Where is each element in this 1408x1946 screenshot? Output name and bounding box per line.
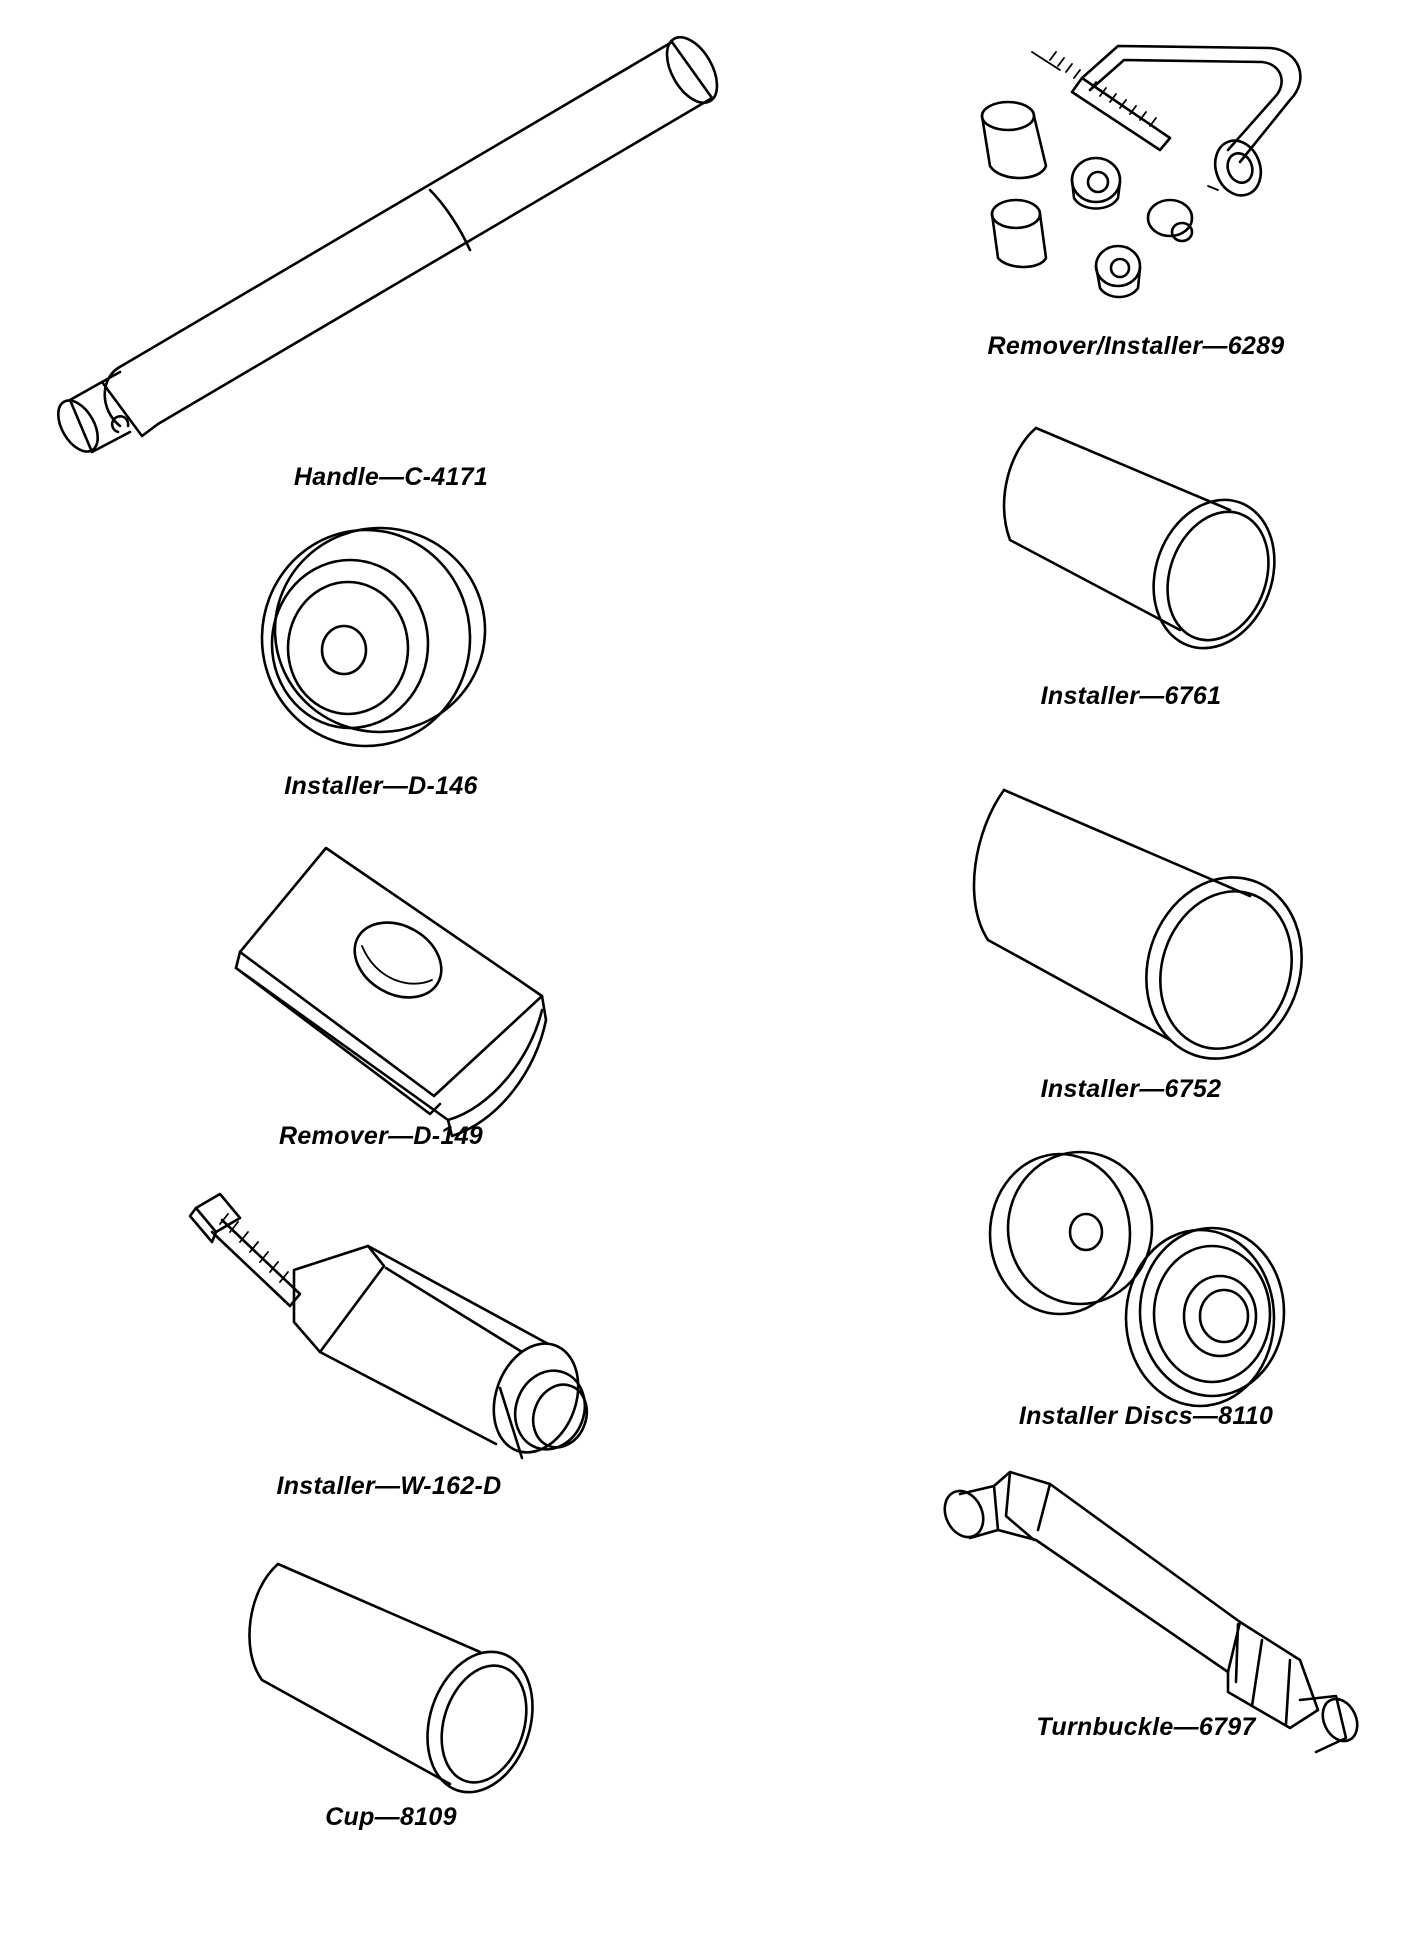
cup-drawing xyxy=(248,1562,534,1794)
installer-discs-drawing xyxy=(988,1150,1286,1408)
installer-d146-caption: Installer—D-146 xyxy=(284,772,478,800)
remover-d149-caption: Remover—D-149 xyxy=(279,1122,483,1150)
installer-6761-drawing xyxy=(1002,426,1276,650)
remover-installer-caption: Remover/Installer—6289 xyxy=(987,332,1285,360)
installer-w162d-drawing xyxy=(188,1192,589,1460)
installer-d146-drawing xyxy=(260,526,487,748)
turnbuckle-caption: Turnbuckle—6797 xyxy=(1036,1713,1256,1741)
installer-6752-caption: Installer—6752 xyxy=(1040,1075,1222,1103)
installer-discs-caption: Installer Discs—8110 xyxy=(1018,1402,1274,1430)
installer-w162d-caption: Installer—W-162-D xyxy=(276,1472,502,1500)
cup-caption: Cup—8109 xyxy=(325,1803,457,1831)
handle-drawing xyxy=(57,35,719,454)
remover-installer-drawing xyxy=(980,44,1302,299)
remover-d149-drawing xyxy=(234,846,548,1138)
installer-6752-drawing xyxy=(972,788,1303,1060)
handle-caption: Handle—C-4171 xyxy=(293,463,489,491)
installer-6761-caption: Installer—6761 xyxy=(1040,682,1222,710)
turnbuckle-drawing xyxy=(943,1470,1359,1754)
